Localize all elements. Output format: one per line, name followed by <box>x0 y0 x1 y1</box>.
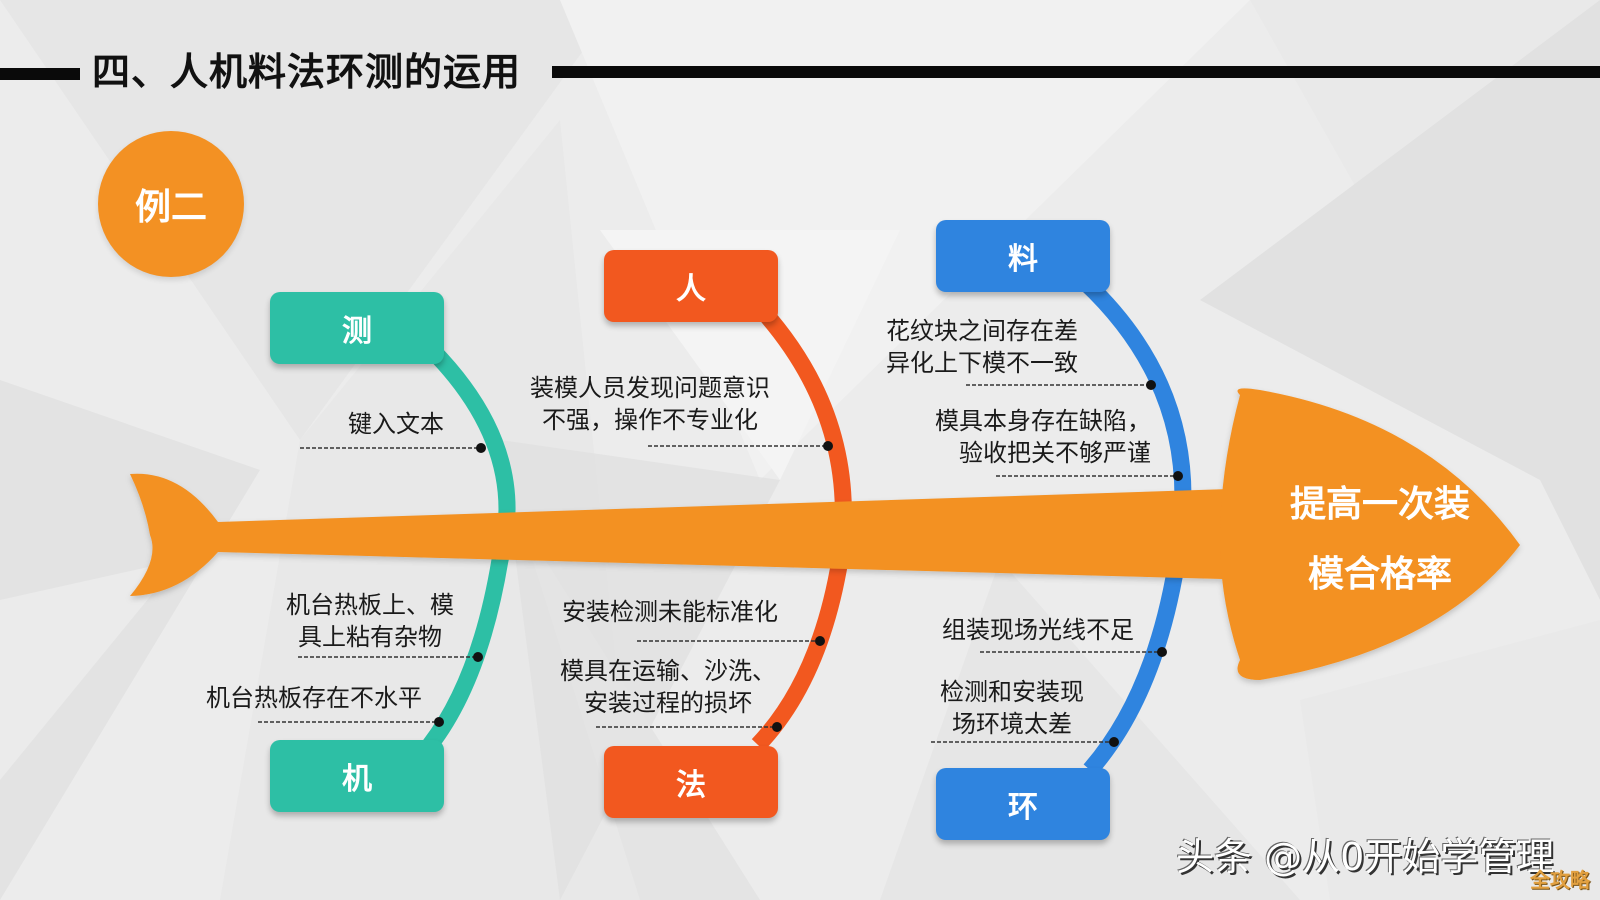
cause-liao-1-line1: 花纹块之间存在差 <box>886 317 1078 345</box>
head-text-line1: 提高一次装 <box>1289 484 1470 525</box>
category-ce: 测 <box>270 292 444 364</box>
page-title: 四、人机料法环测的运用 <box>92 50 522 94</box>
category-fa: 法 <box>604 746 778 818</box>
cause-fa-2-line1: 模具在运输、沙洗、 <box>560 657 776 685</box>
example-badge: 例二 <box>98 131 244 277</box>
cause-huan-2-line1: 检测和安装现 <box>940 678 1084 706</box>
category-liao: 料 <box>936 220 1110 292</box>
head-text-line2: 模合格率 <box>1307 554 1452 595</box>
cause-liao-2-line1: 模具本身存在缺陷， <box>935 407 1151 435</box>
title-rule-left <box>0 68 80 80</box>
watermark-badge: 全攻略 <box>1530 868 1590 892</box>
fishbone-head <box>1220 388 1520 680</box>
watermark-text: 头条 @从0开始学管理 <box>1176 835 1555 879</box>
category-huan: 环 <box>936 768 1110 840</box>
cause-fa-2-line2: 安装过程的损坏 <box>584 689 752 717</box>
cause-dot <box>473 652 483 662</box>
cause-ren-1-line2: 不强，操作不专业化 <box>542 406 758 434</box>
title-rule-right <box>552 66 1600 78</box>
cause-ren-1: 装模人员发现问题意识 不强，操作不专业化 <box>530 372 770 436</box>
cause-dot <box>1109 737 1119 747</box>
cause-dot <box>823 441 833 451</box>
cause-ren-1-line1: 装模人员发现问题意识 <box>530 374 770 402</box>
cause-liao-2: 模具本身存在缺陷， 验收把关不够严谨 <box>935 405 1151 469</box>
cause-ji-1: 机台热板上、模 具上粘有杂物 <box>286 589 454 653</box>
bone-ce-ji <box>423 344 516 751</box>
cause-dot <box>772 722 782 732</box>
cause-liao-2-line2: 验收把关不够严谨 <box>959 439 1151 467</box>
cause-dot <box>1146 380 1156 390</box>
cause-dot <box>434 717 444 727</box>
cause-ji-1-line1: 机台热板上、模 <box>286 591 454 619</box>
category-ren: 人 <box>604 250 778 322</box>
cause-liao-1: 花纹块之间存在差 异化上下模不一致 <box>886 315 1078 379</box>
cause-huan-2: 检测和安装现 场环境太差 <box>940 676 1084 740</box>
cause-ji-1-line2: 具上粘有杂物 <box>298 623 442 651</box>
cause-ji-2: 机台热板存在不水平 <box>206 684 422 712</box>
cause-dot <box>815 636 825 646</box>
cause-dot <box>1157 647 1167 657</box>
cause-fa-1: 安装检测未能标准化 <box>562 598 778 626</box>
cause-dot <box>1173 471 1183 481</box>
cause-huan-1: 组装现场光线不足 <box>942 616 1134 644</box>
fishbone-head-text: 提高一次装 模合格率 <box>1240 470 1520 610</box>
cause-fa-2: 模具在运输、沙洗、 安装过程的损坏 <box>560 655 776 719</box>
category-ji: 机 <box>270 740 444 812</box>
fishbone-spine <box>130 388 1520 680</box>
cause-huan-2-line2: 场环境太差 <box>952 710 1072 738</box>
cause-ce-1: 键入文本 <box>348 410 444 438</box>
cause-dot <box>476 443 486 453</box>
title-bar: 四、人机料法环测的运用 <box>0 42 1600 102</box>
cause-liao-1-line2: 异化上下模不一致 <box>886 349 1078 377</box>
